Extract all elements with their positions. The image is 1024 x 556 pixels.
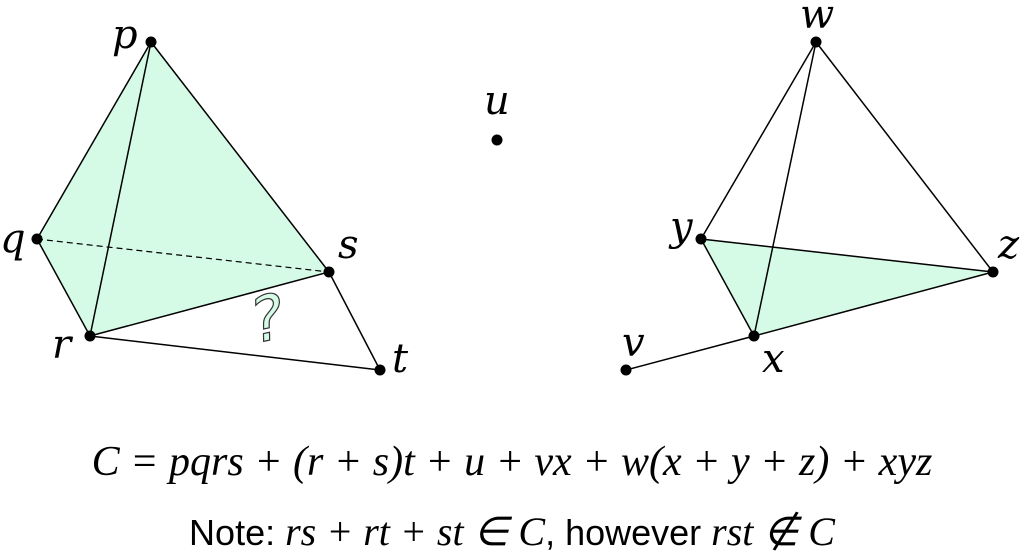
vertex-z <box>987 266 999 278</box>
vertex-s <box>323 266 335 278</box>
note-line: Note: rs + rt + st ∈ C, however rst ∉ C <box>0 508 1024 555</box>
question-mark: ? <box>244 279 291 357</box>
edge-vx <box>625 335 755 371</box>
label-p: p <box>112 12 138 58</box>
note-prefix: Note: <box>189 512 286 553</box>
vertex-y <box>695 233 707 245</box>
label-v: v <box>622 320 645 366</box>
vertex-w <box>810 36 822 48</box>
edge-rt <box>89 335 381 371</box>
vertex-r <box>84 330 96 342</box>
label-x: x <box>762 336 785 382</box>
vertex-u <box>491 134 503 146</box>
edge-wy <box>700 41 817 240</box>
edge-qs-hidden <box>36 238 330 273</box>
label-s: s <box>338 222 359 268</box>
edge-pr <box>89 41 152 337</box>
vertex-p <box>145 36 157 48</box>
vertex-q <box>31 233 43 245</box>
label-u: u <box>484 78 510 124</box>
note-middle: , however <box>545 512 712 553</box>
vertex-t <box>374 364 386 376</box>
vertex-x <box>748 330 760 342</box>
vertex-v <box>620 364 632 376</box>
label-t: t <box>392 336 409 382</box>
label-z: z <box>997 222 1020 268</box>
edge-st <box>328 271 381 371</box>
edge-wx <box>753 41 817 337</box>
label-q: q <box>0 216 26 262</box>
label-y: y <box>668 204 694 250</box>
note-expr2: rst ∉ C <box>711 509 835 554</box>
triangle-xyz-fill <box>699 238 994 337</box>
tetrahedron-pqrs-fill <box>36 40 331 337</box>
complex-formula: C = pqrs + (r + s)t + u + vx + w(x + y +… <box>91 439 933 485</box>
label-w: w <box>800 0 834 38</box>
edge-wz <box>815 41 994 273</box>
note-expr1: rs + rt + st ∈ C <box>285 509 546 554</box>
label-r: r <box>52 322 74 368</box>
